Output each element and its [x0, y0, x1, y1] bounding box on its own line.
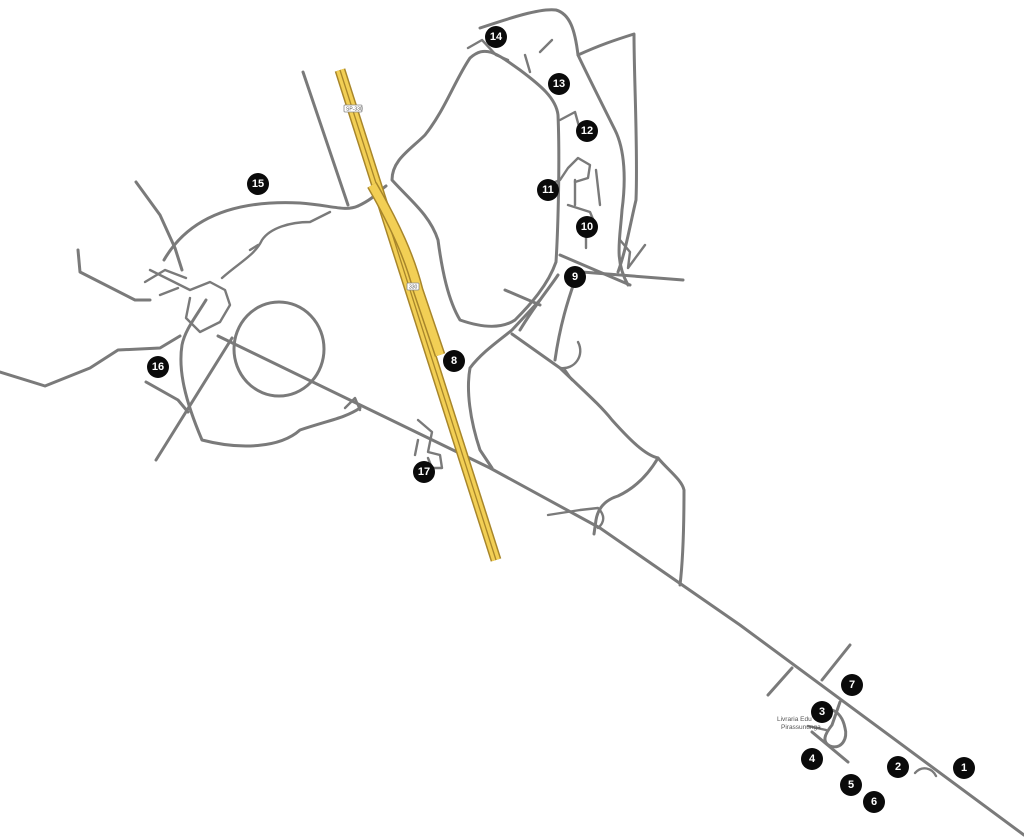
svg-text:5: 5 — [848, 779, 854, 791]
map-marker-10[interactable]: 10 — [576, 216, 598, 238]
road-shield-sp330-north: SP-330 — [343, 104, 363, 113]
map-marker-6[interactable]: 6 — [863, 791, 885, 813]
road-network — [0, 8, 1024, 837]
map-marker-17[interactable]: 17 — [413, 461, 435, 483]
svg-text:2: 2 — [895, 761, 901, 773]
svg-text:14: 14 — [490, 31, 503, 43]
map-marker-15[interactable]: 15 — [247, 173, 269, 195]
map-marker-5[interactable]: 5 — [840, 774, 862, 796]
svg-text:9: 9 — [572, 271, 578, 283]
map-marker-14[interactable]: 14 — [485, 26, 507, 48]
svg-text:7: 7 — [849, 679, 855, 691]
svg-text:16: 16 — [152, 361, 164, 373]
svg-text:1: 1 — [961, 762, 967, 774]
map-marker-9[interactable]: 9 — [564, 266, 586, 288]
svg-text:13: 13 — [553, 78, 565, 90]
main-road — [216, 334, 1024, 837]
map-marker-8[interactable]: 8 — [443, 350, 465, 372]
map-marker-2[interactable]: 2 — [887, 756, 909, 778]
svg-text:11: 11 — [542, 184, 554, 196]
svg-text:SP-330: SP-330 — [346, 107, 363, 113]
map-marker-13[interactable]: 13 — [548, 73, 570, 95]
poi-name-line1: Livraria Edu — [777, 716, 812, 723]
map-marker-4[interactable]: 4 — [801, 748, 823, 770]
map-marker-16[interactable]: 16 — [147, 356, 169, 378]
svg-text:4: 4 — [809, 753, 816, 765]
svg-text:10: 10 — [581, 221, 593, 233]
svg-text:8: 8 — [451, 355, 457, 367]
map-marker-12[interactable]: 12 — [576, 120, 598, 142]
svg-text:330: 330 — [409, 285, 418, 291]
poi-name-line2: Pirassununga — [781, 724, 821, 731]
map-marker-11[interactable]: 11 — [537, 179, 559, 201]
svg-text:12: 12 — [581, 125, 593, 137]
svg-text:17: 17 — [418, 466, 430, 478]
map-marker-1[interactable]: 1 — [953, 757, 975, 779]
markers: 1 2 3 4 5 6 7 8 9 10 11 12 13 14 15 16 1… — [147, 26, 975, 813]
map-marker-3[interactable]: 3 — [811, 701, 833, 723]
svg-text:6: 6 — [871, 796, 877, 808]
road-shield-sp330-mid: 330 — [406, 282, 420, 291]
poi-livraria-edu[interactable]: Livraria Edu Pirassununga — [777, 716, 821, 731]
svg-text:15: 15 — [252, 178, 264, 190]
map-marker-7[interactable]: 7 — [841, 674, 863, 696]
svg-text:3: 3 — [819, 706, 825, 718]
